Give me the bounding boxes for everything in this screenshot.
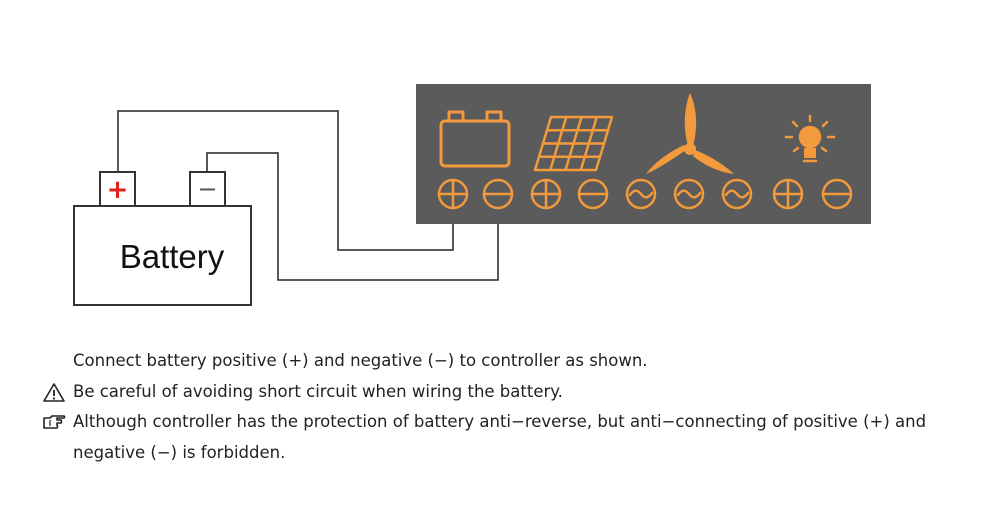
battery-positive-symbol: + <box>107 175 129 205</box>
solar-panel-icon <box>533 115 614 172</box>
instruction-connect: Connect battery positive (+) and negativ… <box>73 351 648 370</box>
instruction-warning: Be careful of avoiding short circuit whe… <box>73 382 563 401</box>
instruction-protection: Although controller has the protection o… <box>73 412 927 431</box>
terminal-load-negative <box>821 178 853 210</box>
terminal-wind-ac-2 <box>673 178 705 210</box>
battery-icon <box>439 110 511 168</box>
wire-positive <box>117 110 454 251</box>
wire-negative <box>206 152 499 281</box>
pointing-hand-icon <box>43 415 66 429</box>
terminal-battery-negative <box>482 178 514 210</box>
battery-positive-terminal <box>99 171 136 207</box>
warning-icon <box>43 383 65 402</box>
terminal-load-positive <box>772 178 804 210</box>
terminal-battery-positive <box>437 178 469 210</box>
battery-body <box>73 205 252 306</box>
terminal-wind-ac-3 <box>721 178 753 210</box>
terminal-row <box>437 178 853 210</box>
battery: + − Battery <box>73 171 252 306</box>
controller-panel <box>416 84 871 224</box>
instruction-protection-continued: negative (−) is forbidden. <box>73 443 286 462</box>
battery-negative-terminal <box>189 171 226 207</box>
terminal-wind-ac-1 <box>625 178 657 210</box>
terminal-solar-negative <box>577 178 609 210</box>
terminal-solar-positive <box>530 178 562 210</box>
wiring-diagram: + − Battery <box>73 84 871 306</box>
battery-label: Battery <box>120 238 225 275</box>
battery-negative-symbol: − <box>197 175 217 203</box>
light-bulb-icon <box>784 114 836 163</box>
wind-turbine-icon <box>646 93 734 174</box>
